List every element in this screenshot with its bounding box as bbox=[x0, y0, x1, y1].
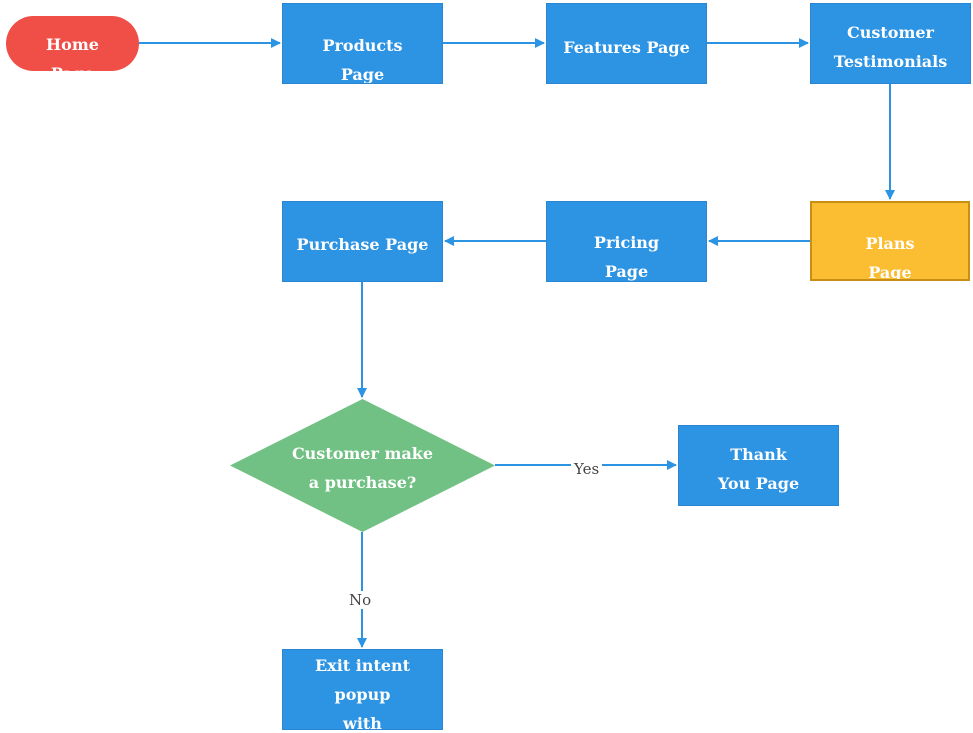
node-decision-label: Customer make a purchase? bbox=[291, 444, 434, 492]
edge-label-no: No bbox=[346, 591, 375, 609]
node-pricing-page: Pricing Page bbox=[546, 201, 707, 282]
node-plans-page: Plans Page bbox=[810, 201, 970, 281]
node-purchase-page: Purchase Page bbox=[282, 201, 443, 282]
node-plans-page-label: Plans Page bbox=[865, 234, 915, 281]
node-products-page-label: Products Page bbox=[322, 36, 403, 84]
node-home-page-label: Home Page bbox=[46, 35, 99, 71]
node-products-page: Products Page bbox=[282, 3, 443, 84]
node-exit-intent-popup: Exit intent popup with bbox=[282, 649, 443, 730]
node-thank-you-page: Thank You Page bbox=[678, 425, 839, 506]
node-pricing-page-label: Pricing Page bbox=[593, 233, 660, 281]
decision-diamond bbox=[230, 399, 495, 532]
node-decision-shape bbox=[230, 399, 495, 532]
edge-label-yes: Yes bbox=[571, 460, 603, 478]
node-exit-intent-popup-label: Exit intent popup with bbox=[314, 656, 411, 730]
node-customer-testimonials-label: Customer Testimonials bbox=[833, 23, 948, 71]
node-purchase-page-label: Purchase Page bbox=[296, 235, 429, 254]
node-features-page: Features Page bbox=[546, 3, 707, 84]
node-thank-you-page-label: Thank You Page bbox=[717, 445, 800, 493]
node-features-page-label: Features Page bbox=[563, 38, 690, 57]
node-customer-testimonials: Customer Testimonials bbox=[810, 3, 971, 84]
node-home-page: Home Page bbox=[6, 16, 139, 71]
